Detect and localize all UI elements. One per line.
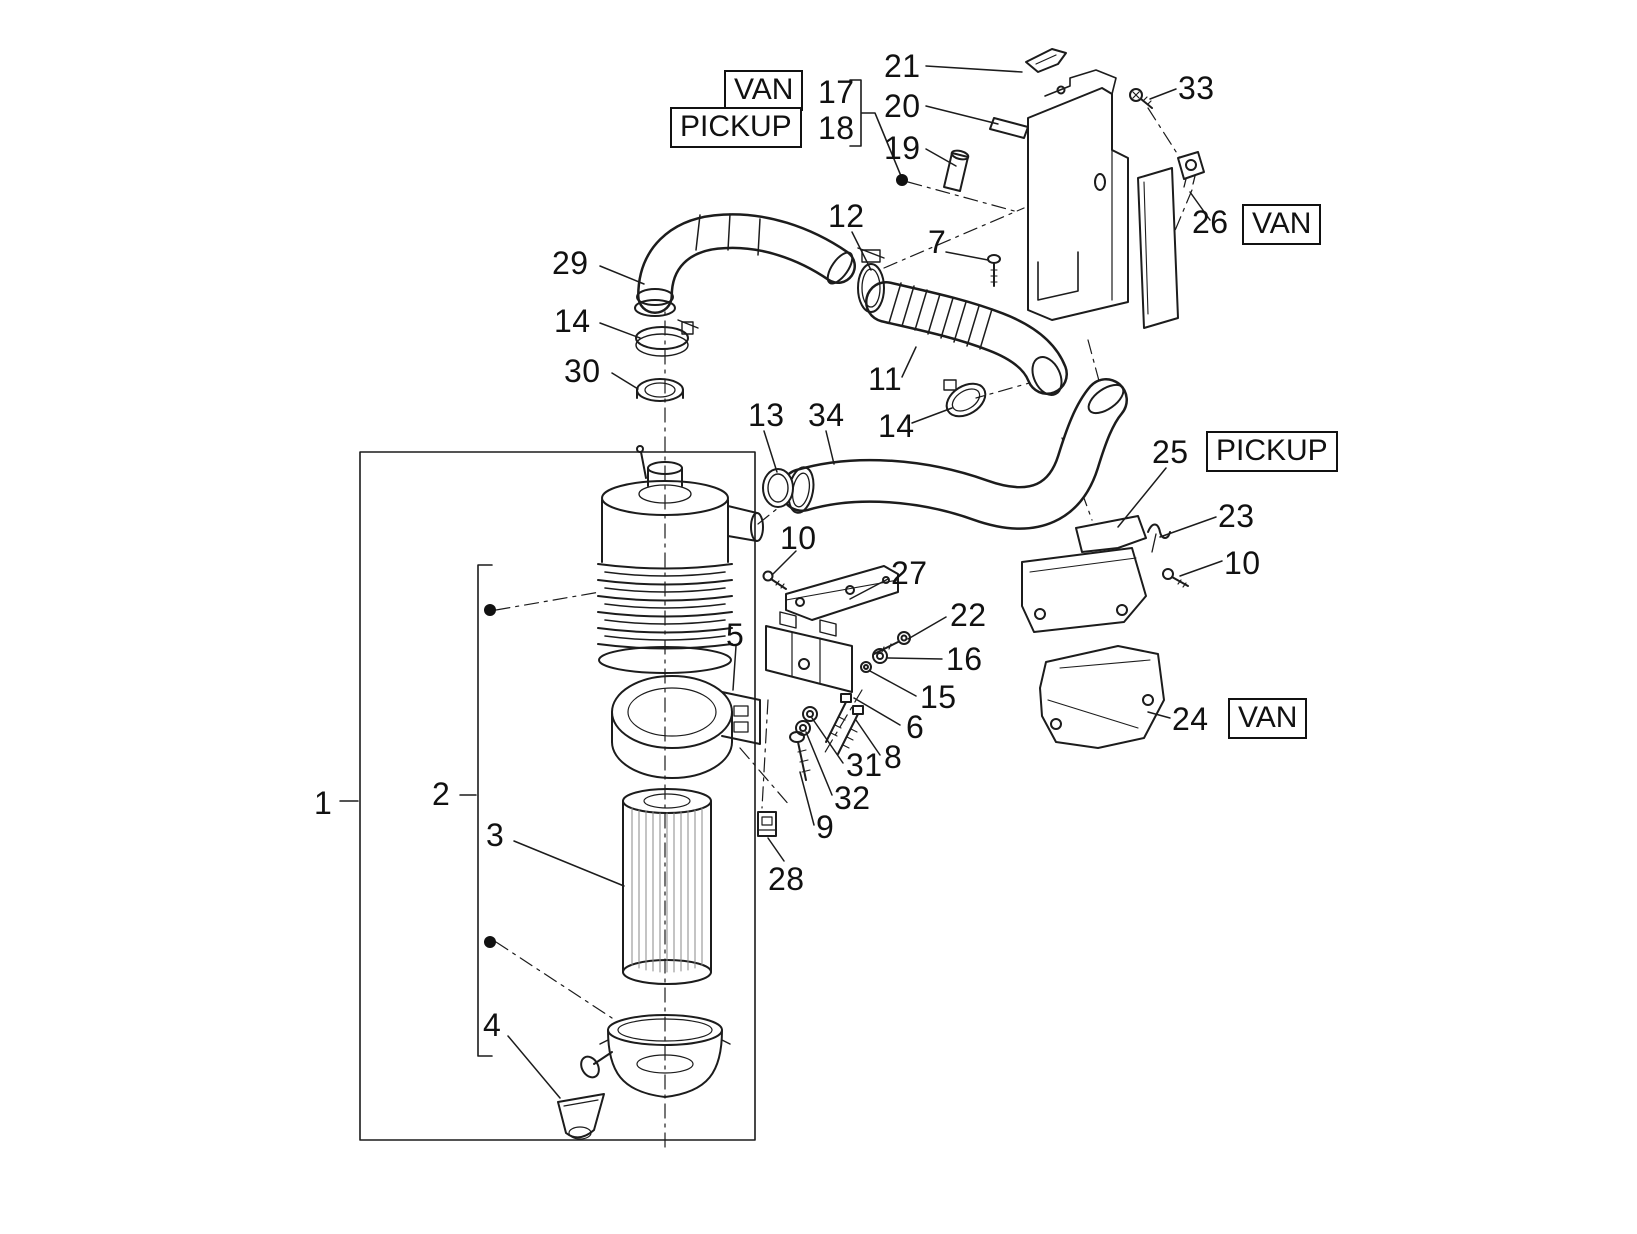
mount-plate-6	[765, 611, 853, 693]
callout-20: 20	[884, 88, 921, 124]
callout-8: 8	[884, 739, 903, 775]
o-ring	[762, 468, 794, 508]
intake-hose-upper	[634, 213, 856, 317]
hose-clamp-right	[943, 379, 987, 418]
callout-34: 34	[808, 397, 845, 433]
bushing-19	[943, 149, 970, 192]
callout-10-left: 10	[780, 520, 817, 556]
callout-29: 29	[552, 245, 589, 281]
adapter-ring	[636, 378, 684, 402]
callout-6: 6	[906, 709, 925, 745]
callout-5: 5	[726, 617, 745, 653]
support-bracket-27	[785, 565, 899, 621]
callout-32: 32	[834, 780, 871, 816]
variant-tag-van-24: VAN	[1228, 698, 1308, 739]
leader-lines	[339, 65, 1223, 1099]
callout-10-right: 10	[1224, 545, 1261, 581]
callout-4: 4	[483, 1007, 502, 1043]
clip-28	[757, 811, 777, 837]
variant-tag-pickup-18: PICKUP	[670, 107, 802, 148]
callout-15: 15	[920, 679, 957, 715]
drain-valve	[557, 1093, 605, 1140]
callout-18: 18	[818, 110, 855, 146]
callout-3: 3	[486, 817, 505, 853]
callout-23: 23	[1218, 498, 1255, 534]
callout-2: 2	[432, 776, 451, 812]
callout-11: 11	[868, 361, 903, 397]
screw-10-right	[1162, 568, 1189, 588]
washer-16	[872, 648, 888, 664]
corrugated-hose	[865, 281, 1068, 396]
callout-19: 19	[884, 130, 921, 166]
assembly-boundary-box	[359, 79, 902, 1141]
callout-16: 16	[946, 641, 983, 677]
callout-17: 17	[818, 74, 855, 110]
callout-24: 24	[1172, 701, 1209, 737]
callout-30: 30	[564, 353, 601, 389]
callout-25: 25	[1152, 434, 1189, 470]
screw-33	[1129, 88, 1153, 109]
reference-dots	[484, 174, 908, 948]
callout-31: 31	[846, 747, 883, 783]
variant-tag-pickup-25: PICKUP	[1206, 431, 1338, 472]
callout-1: 1	[314, 785, 333, 821]
van-bracket-24	[1039, 645, 1165, 749]
clamp-band	[611, 675, 761, 779]
hose-clamp-upper	[635, 319, 699, 357]
callout-28: 28	[768, 861, 805, 897]
screw-10-left	[762, 570, 787, 590]
washer-31	[802, 706, 818, 722]
clip-23	[1147, 523, 1171, 553]
callout-14-right: 14	[878, 408, 915, 444]
screw-22	[873, 631, 911, 655]
sensor-26	[1177, 151, 1205, 188]
dust-bowl	[580, 1014, 731, 1098]
nut-15	[860, 661, 872, 673]
bolt-9	[789, 731, 811, 781]
filter-cartridge	[622, 788, 712, 985]
callout-22: 22	[950, 597, 987, 633]
side-plate	[1137, 167, 1179, 329]
callout-33: 33	[1178, 70, 1215, 106]
callout-9: 9	[816, 809, 835, 845]
bolts-8	[825, 693, 864, 755]
variant-tag-van-17: VAN	[724, 70, 804, 111]
callout-14-upper: 14	[554, 303, 591, 339]
mounting-plate	[1027, 69, 1129, 321]
spacer-rod-20	[989, 117, 1029, 139]
callout-27: 27	[891, 555, 928, 591]
callout-13: 13	[748, 397, 785, 433]
air-cleaner-housing	[597, 445, 764, 674]
upper-bracket-21	[1025, 48, 1067, 73]
pickup-bracket-25	[1021, 515, 1147, 633]
callout-12: 12	[828, 198, 865, 234]
callout-21: 21	[884, 48, 921, 84]
callout-7: 7	[928, 224, 947, 260]
callout-26: 26	[1192, 204, 1229, 240]
variant-tag-van-26: VAN	[1242, 204, 1322, 245]
screw-7	[987, 254, 1001, 287]
